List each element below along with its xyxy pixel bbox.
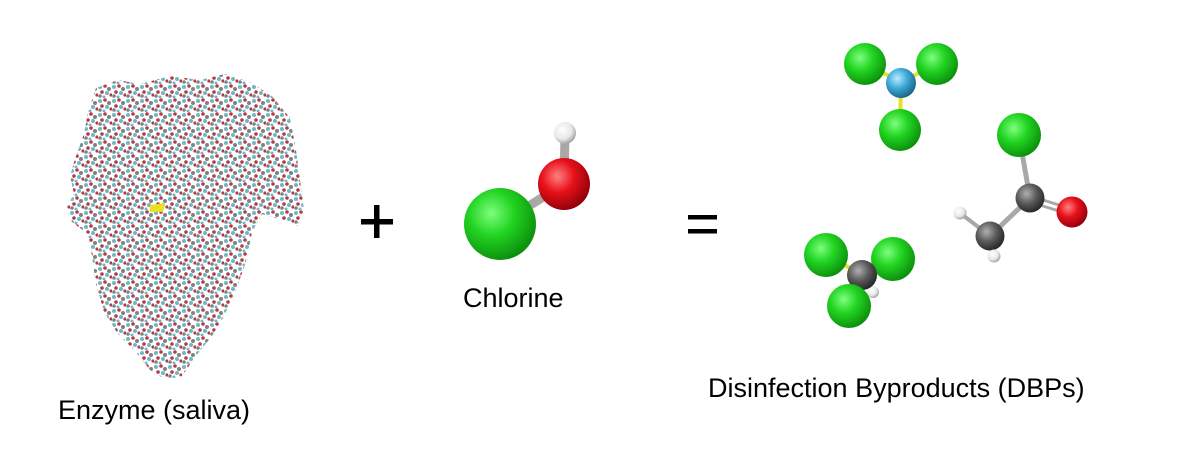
trichloramine-molecule-icon (844, 43, 958, 151)
equals-operator-icon (688, 215, 717, 234)
plus-operator-icon (361, 205, 393, 238)
enzyme-label: Enzyme (saliva) (58, 395, 251, 425)
protein-structure-icon (66, 74, 304, 380)
hypochlorous-acid-molecule-icon (464, 122, 590, 260)
chlorine-label: Chlorine (463, 283, 564, 313)
acetyl-chloride-molecule-icon (953, 113, 1088, 263)
dbp-label: Disinfection Byproducts (DBPs) (708, 373, 1085, 403)
chloroform-molecule-icon (804, 233, 915, 328)
